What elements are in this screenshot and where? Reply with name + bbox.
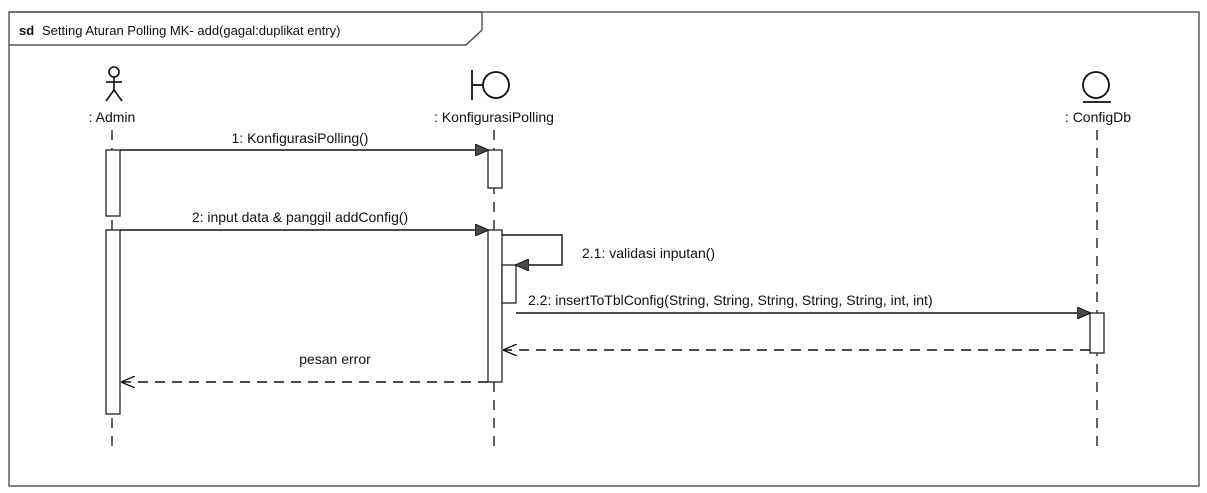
actor-icon <box>105 66 123 102</box>
activation-konfig-1 <box>487 149 503 189</box>
message-label-1: 1: KonfigurasiPolling() <box>232 130 369 146</box>
activation-konfig-nested <box>501 264 517 304</box>
boundary-icon <box>471 70 510 100</box>
lifeline-label-admin: : Admin <box>89 109 136 125</box>
frame-keyword: sd <box>19 23 34 38</box>
lifeline-label-konfigurasi: : KonfigurasiPolling <box>434 109 554 125</box>
frame-title: Setting Aturan Polling MK- add(gagal:dup… <box>42 23 340 38</box>
entity-icon <box>1082 71 1111 103</box>
frame-tab <box>9 11 483 46</box>
message-label-2: 2: input data & panggil addConfig() <box>192 209 408 225</box>
activation-admin-1 <box>105 149 121 217</box>
frame-border <box>8 11 1200 487</box>
lifeline-label-configdb: : ConfigDb <box>1065 109 1131 125</box>
message-arrow-2-1 <box>502 234 563 265</box>
activation-configdb <box>1089 312 1105 354</box>
message-label-pesan-error: pesan error <box>299 351 371 367</box>
message-label-2-1: 2.1: validasi inputan() <box>582 245 715 261</box>
activation-admin-2 <box>105 229 121 415</box>
message-label-2-2: 2.2: insertToTblConfig(String, String, S… <box>528 292 933 308</box>
activation-konfig-2 <box>487 229 503 383</box>
